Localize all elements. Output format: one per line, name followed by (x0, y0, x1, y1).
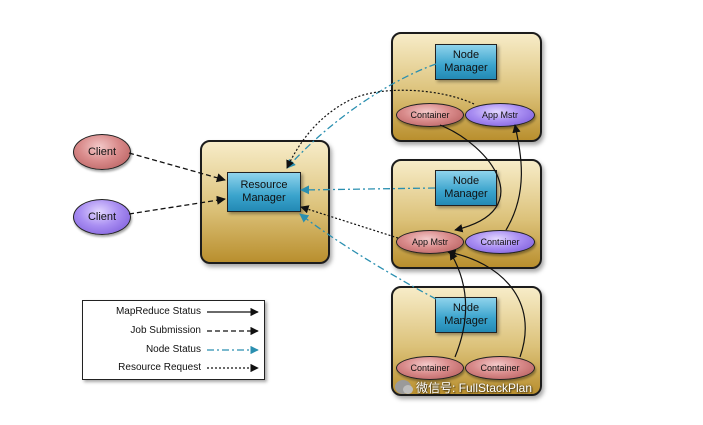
client-node-1: Client (73, 134, 131, 170)
legend-label-mapreduce-status: MapReduce Status (115, 306, 201, 317)
node-status-line-2 (300, 185, 436, 195)
legend-swatches (207, 307, 259, 373)
watermark-text: 微信号: FullStackPlan (416, 380, 533, 395)
node-manager-box-1: Node Manager (435, 44, 497, 80)
container-node-3a: Container (396, 356, 464, 380)
legend-label-resource-request: Resource Request (118, 362, 201, 373)
mapreduce-status-line-4 (447, 249, 526, 358)
resource-request-line-2 (300, 205, 399, 239)
node-manager-box-2: Node Manager (435, 170, 497, 206)
mapreduce-status-line-3 (449, 251, 467, 358)
node-status-line-3 (299, 213, 437, 300)
legend-label-job-submission: Job Submission (130, 325, 201, 336)
mapreduce-status-line-2 (505, 124, 522, 231)
container-node-1a: Container (396, 103, 464, 127)
app-master-node-1: App Mstr (465, 103, 535, 127)
job-submission-line-1 (128, 152, 226, 183)
resource-request-line-1 (286, 89, 475, 169)
mapreduce-status-line-1 (439, 124, 502, 233)
wechat-icon (395, 380, 413, 394)
client-node-2: Client (73, 199, 131, 235)
node-status-line-1 (286, 63, 437, 169)
resource-manager-box: Resource Manager (227, 172, 301, 212)
job-submission-line-2 (128, 195, 226, 215)
watermark: 微信号: FullStackPlan (395, 377, 532, 397)
legend-label-node-status: Node Status (145, 344, 201, 355)
container-node-2b: Container (465, 230, 535, 254)
legend: MapReduce Status Job Submission Node Sta… (82, 300, 265, 380)
container-node-3b: Container (465, 356, 535, 380)
